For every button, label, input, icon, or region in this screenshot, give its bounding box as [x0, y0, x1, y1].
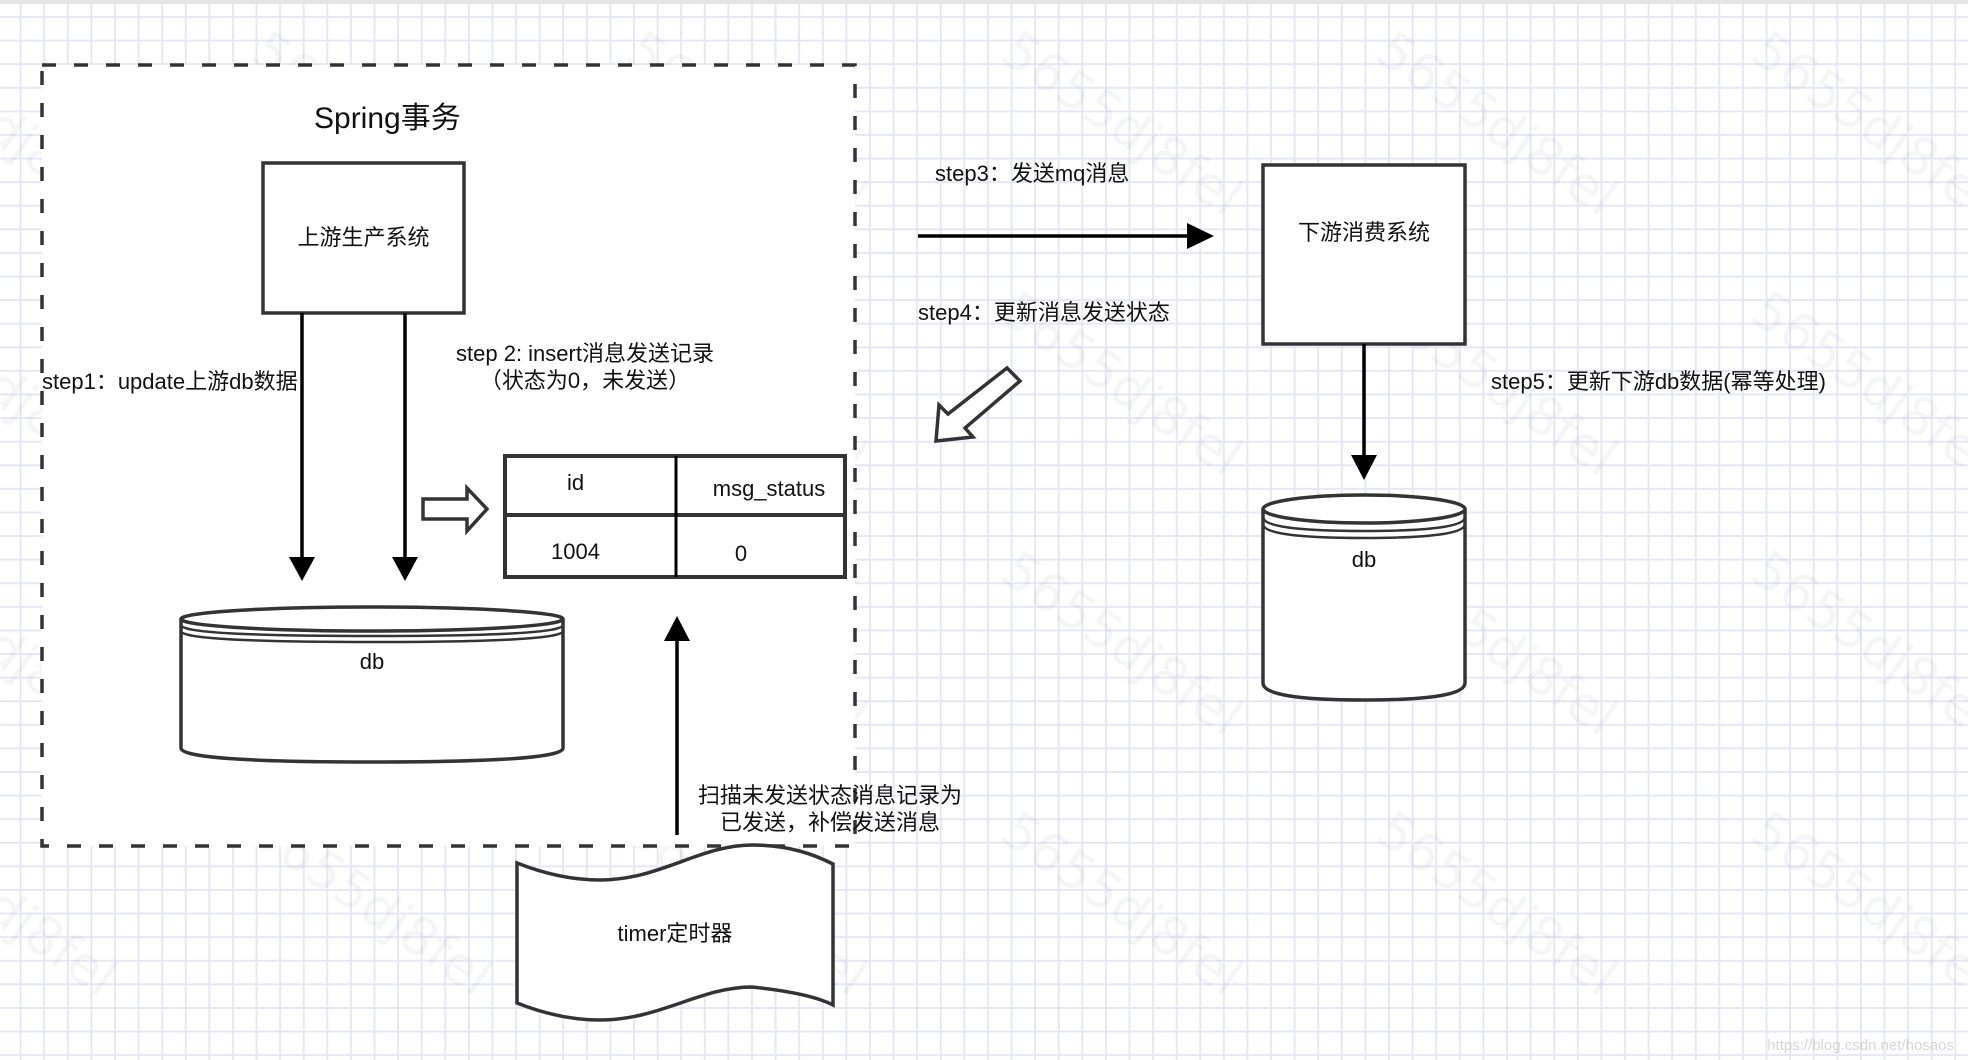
downstream-db-label: db [1351, 547, 1377, 572]
step1-arrow-head [289, 557, 315, 581]
step2-label-line1: step 2: insert消息发送记录 [456, 341, 714, 366]
step4-label: step4：更新消息发送状态 [918, 300, 1170, 325]
downstream-system-box[interactable] [1261, 163, 1467, 346]
step2-arrow-head [392, 557, 418, 581]
upstream-db-label: db [359, 649, 385, 674]
top-border [0, 0, 1968, 4]
table-header-id: id [566, 470, 585, 495]
message-table [503, 454, 847, 579]
timer-scan-arrow-head [664, 616, 690, 641]
step1-label: step1：update上游db数据 [42, 369, 298, 394]
timer-node-label: timer定时器 [617, 921, 733, 946]
downstream-db-cylinder[interactable] [1261, 493, 1467, 702]
step3-arrow-head [1187, 223, 1214, 249]
source-watermark: https://blog.csdn.net/hosaos [1767, 1037, 1954, 1054]
table-cell-id: 1004 [551, 539, 600, 564]
upstream-db-cylinder[interactable] [179, 605, 565, 764]
insert-hollow-arrow [421, 483, 490, 536]
timer-label-line2: 已发送，补偿发送消息 [719, 810, 940, 835]
spring-transaction-title: Spring事务 [314, 102, 461, 135]
table-header-msg-status: msg_status [712, 476, 826, 501]
upstream-system-box[interactable] [261, 161, 466, 315]
step5-arrow-head [1351, 455, 1377, 480]
step5-label: step5：更新下游db数据(幂等处理) [1491, 369, 1826, 394]
step2-label-line2: （状态为0，未发送） [479, 368, 691, 393]
timer-label-line1: 扫描未发送状态消息记录为 [697, 783, 962, 808]
table-cell-msg-status: 0 [734, 541, 748, 566]
upstream-system-label: 上游生产系统 [297, 225, 430, 250]
step3-label: step3：发送mq消息 [935, 161, 1130, 186]
downstream-system-label: 下游消费系统 [1297, 220, 1430, 245]
step4-hollow-arrow [934, 365, 1023, 443]
timer-shape[interactable] [515, 843, 835, 1022]
